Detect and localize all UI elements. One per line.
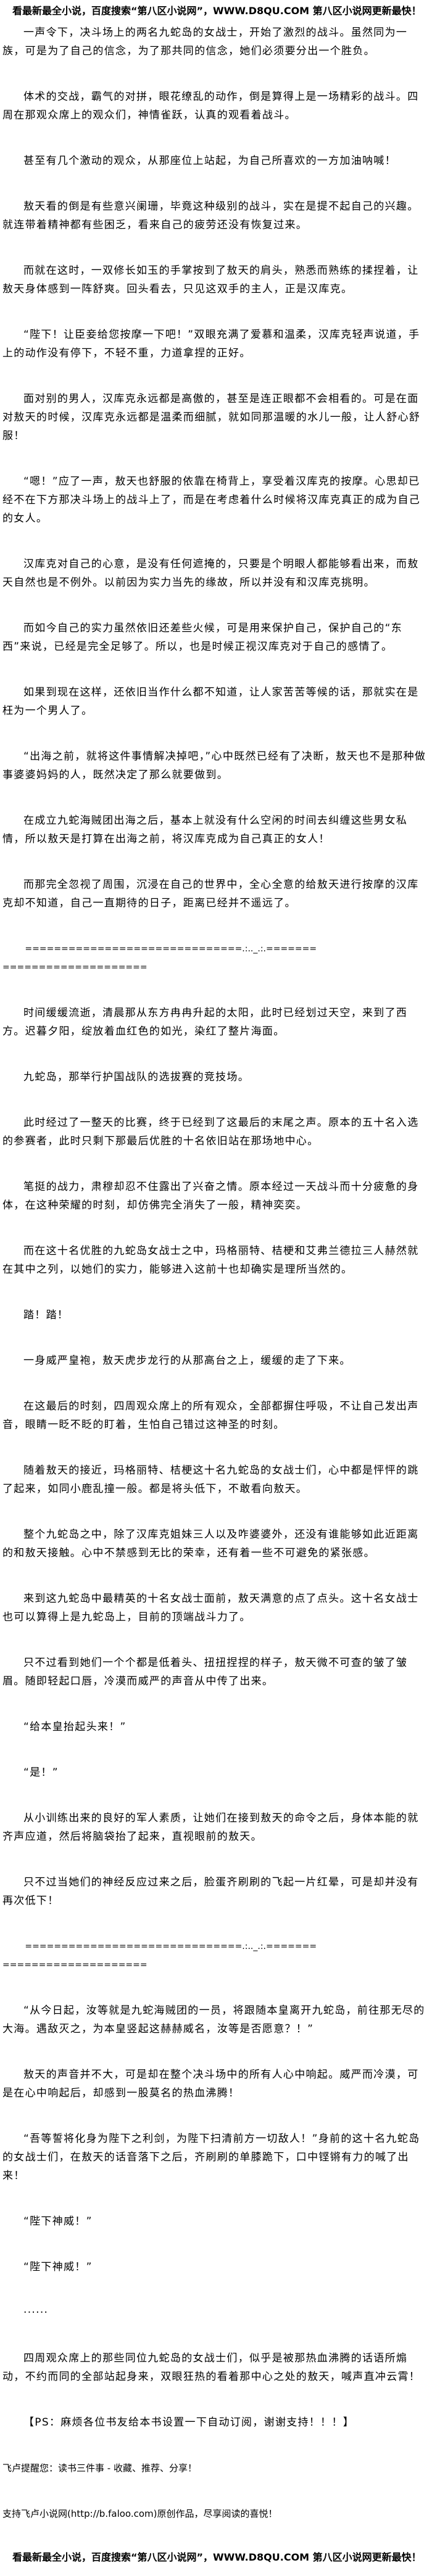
divider-line: ==============================.:.._.:.==…	[25, 1942, 317, 1951]
paragraph: “吾等誓将化身为陛下之利剑，为陛下扫清前方一切敌人！”身前的这十名九蛇岛的女战士…	[2, 2133, 420, 2182]
site-banner-bottom: 看最新最全小说，百度搜索“第八区小说网”，WWW.D8QU.COM 第八区小说网…	[12, 2551, 422, 2563]
paragraph: “陛下神威！”	[23, 2261, 93, 2273]
chapter-content: 一声令下，决斗场上的两名九蛇岛的女战士，开始了激烈的战斗。虽然同为一族，可是为了…	[2, 23, 430, 2523]
paragraph: 一声令下，决斗场上的两名九蛇岛的女战士，开始了激烈的战斗。虽然同为一族，可是为了…	[2, 27, 408, 57]
paragraph: 【PS：麻烦各位书友给本书设置一下自动订阅，谢谢支持！！！】	[23, 2416, 355, 2429]
paragraph: 而如今自己的实力虽然依旧还差些火候，可是用来保护自己，保护自己的“东西”来说，已…	[2, 622, 403, 653]
paragraph: 在成立九蛇海贼团出海之后，基本上就没有什么空闲的时间去纠缠这些男女私情，所以敖天…	[2, 814, 408, 845]
paragraph: 敖天的声音并不大，可是却在整个决斗场中的所有人心中响起。威严而冷漠，可是在心中响…	[2, 2069, 419, 2099]
paragraph: 体术的交战，霸气的对拼，眼花缭乱的动作，倒是算得上是一场精彩的战斗。四周在那观众…	[2, 91, 419, 121]
paragraph: “是！”	[23, 1766, 59, 1779]
paragraph: 一身威严皇袍，敖天虎步龙行的从那高台之上，缓缓的走了下来。	[23, 1355, 351, 1367]
paragraph: 随着敖天的接近，玛格丽特、桔梗这十名九蛇岛的女战士们，心中都是怦怦的跳了起来，如…	[2, 1464, 419, 1495]
paragraph: “出海之前，就将这件事情解决掉吧，”心中既然已经有了决断，敖天也不是那种做事婆婆…	[2, 750, 426, 781]
site-note: 飞卢提醒您：读书三件事 - 收藏、推荐、分享！	[2, 2463, 197, 2474]
paragraph: 面对别的男人，汉库克永远都是高傲的，甚至是连正眼都不会相看的。可是在面对敖天的时…	[2, 393, 421, 442]
paragraph: 九蛇岛，那举行护国战队的选拔赛的竞技场。	[23, 1071, 249, 1083]
paragraph: 汉库克对自己的心意，是没有任何遮掩的，只要是个明眼人都能够看出来，而敖天自然也是…	[2, 558, 419, 589]
paragraph: 而在这十名优胜的九蛇岛女战士之中，玛格丽特、桔梗和艾弗兰德拉三人赫然就在其中之列…	[2, 1245, 419, 1276]
paragraph: “从今日起，汝等就是九蛇海贼团的一员，将跟随本皇离开九蛇岛，前往那无尽的大海。遇…	[2, 2004, 425, 2035]
paragraph: “嗯！”应了一声，敖天也舒服的依靠在椅背上，享受着汉库克的按摩。心思却已经不在下…	[2, 475, 421, 525]
paragraph: “陛下神威！”	[23, 2215, 93, 2228]
paragraph: 四周观众席上的那些同位九蛇岛的女战士们，似乎是被那热血沸腾的话语所煽动，不约而同…	[2, 2352, 421, 2383]
paragraph: “给本皇抬起头来！”	[23, 1721, 127, 1733]
site-note: 支持飞卢小说网(http://b.faloo.com)原创作品，尽享阅读的喜悦！	[2, 2508, 278, 2519]
paragraph: 时间缓缓流逝，清晨那从东方冉冉升起的太阳，此时已经划过天空，来到了西方。迟暮夕阳…	[2, 1007, 408, 1038]
paragraph: 只不过看到她们一个个都是低着头、扭扭捏捏的样子，敖天微不可查的皱了皱眉。随即轻起…	[2, 1657, 408, 1688]
divider-line: ==============================.:.._.:.==…	[25, 944, 317, 954]
paragraph: 来到这九蛇岛中最精英的十名女战士面前，敖天满意的点了点头。这十名女战士也可以算得…	[2, 1593, 419, 1623]
divider-line: ====================	[2, 1960, 147, 1970]
paragraph: 笔挺的战力，肃穆却忍不住露出了兴奋之情。原本经过一天战斗而十分疲惫的身体，在这种…	[2, 1181, 419, 1212]
paragraph: 整个九蛇岛之中，除了汉库克姐妹三人以及咋婆婆外，还没有谁能够如此近距离的和敖天接…	[2, 1528, 419, 1559]
section-divider: ==============================.:.._.:.==…	[2, 1937, 430, 1974]
divider-line: ====================	[2, 962, 147, 972]
paragraph: 从小训练出来的良好的军人素质，让她们在接到敖天的命令之后，身体本能的就齐声应道，…	[2, 1812, 419, 1843]
paragraph: 如果到现在这样，还依旧当作什么都不知道，让人家苦苦等候的话，那就实在是枉为一个男…	[2, 686, 419, 717]
paragraph: 甚至有几个激动的观众，从那座位上站起，为自己所喜欢的一方加油呐喊！	[23, 155, 396, 167]
paragraph: 在这最后的时刻，四周观众席上的所有观众，全部都摒住呼吸，不让自己发出声音，眼睛一…	[2, 1400, 419, 1431]
paragraph: 而那完全忽视了周围，沉浸在自己的世界中，全心全意的给敖天进行按摩的汉库克却不知道…	[2, 879, 419, 909]
paragraph: “陛下！让臣妾给您按摩一下吧！”双眼充满了爱慕和温柔，汉库克轻声说道，手上的动作…	[2, 329, 420, 359]
paragraph: 踏！踏！	[23, 1309, 69, 1321]
paragraph: ······	[23, 2307, 49, 2319]
paragraph: 此时经过了一整天的比赛，终于已经到了这最后的末尾之声。原本的五十名入选的参赛者，…	[2, 1117, 419, 1147]
paragraph: 而就在这时，一双修长如玉的手掌按到了敖天的肩头，熟悉而熟练的揉捏着，让敖天身体感…	[2, 265, 419, 295]
paragraph: 敖天看的倒是有些意兴阑珊，毕竟这种级别的战斗，实在是提不起自己的兴趣。就连带着精…	[2, 200, 419, 231]
paragraph: 只不过当她们的神经反应过来之后，脸蛋齐刷刷的飞起一片红晕，可是却并没有再次低下！	[2, 1876, 419, 1907]
section-divider: ==============================.:.._.:.==…	[2, 940, 430, 977]
site-banner-top: 看最新最全小说，百度搜索“第八区小说网”，WWW.D8QU.COM 第八区小说网…	[12, 5, 422, 17]
